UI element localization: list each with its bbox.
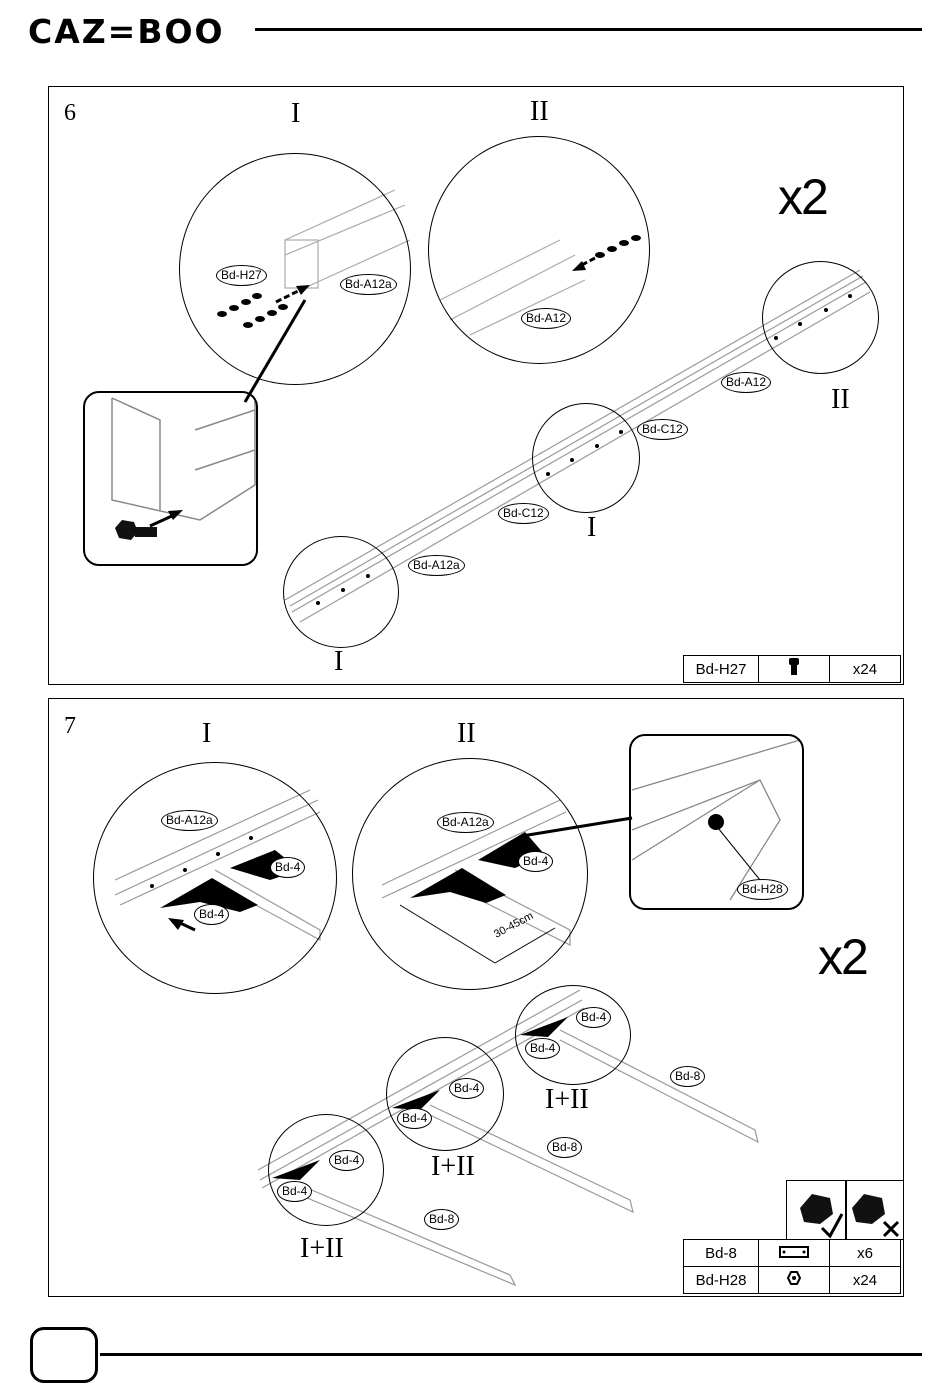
part-qty: x24: [830, 1267, 901, 1294]
part-label-bd-4: Bd-4: [270, 857, 305, 878]
part-label-bd-4: Bd-4: [329, 1150, 364, 1171]
part-label-bd-4: Bd-4: [397, 1108, 432, 1129]
washer-usage-box: [786, 1180, 904, 1240]
part-label-bd-4: Bd-4: [277, 1181, 312, 1202]
part-label-bd-4: Bd-4: [576, 1007, 611, 1028]
detail-circle-7-right: [515, 985, 631, 1085]
step-7-multiplier: x2: [818, 928, 867, 986]
part-label-bd-4: Bd-4: [525, 1038, 560, 1059]
part-code: Bd-H28: [684, 1267, 759, 1294]
part-label-bd-8: Bd-8: [424, 1209, 459, 1230]
detail-circle-7-left: [268, 1114, 384, 1226]
detail-circle-7-i: [93, 762, 337, 994]
page-number-box: [30, 1327, 98, 1383]
footer-rule: [100, 1353, 922, 1356]
part-label-bd-a12a: Bd-A12a: [437, 812, 494, 833]
part-code: Bd-8: [684, 1240, 759, 1267]
view-label-7-i-ii-left: I+II: [300, 1233, 344, 1265]
view-label-7-ii-top: II: [457, 718, 476, 750]
view-label-7-i-top: I: [202, 718, 211, 750]
table-row: Bd-H28 x24: [684, 1267, 901, 1294]
nut-icon: [759, 1267, 830, 1294]
part-label-bd-4: Bd-4: [449, 1078, 484, 1099]
part-label-bd-8: Bd-8: [670, 1066, 705, 1087]
part-qty: x6: [830, 1240, 901, 1267]
rail-icon: [759, 1240, 830, 1267]
part-label-bd-4: Bd-4: [518, 851, 553, 872]
part-label-bd-a12a: Bd-A12a: [161, 810, 218, 831]
detail-circle-7-mid: [386, 1037, 504, 1151]
view-label-7-i-ii-mid: I+II: [431, 1151, 475, 1183]
part-label-bd-8: Bd-8: [547, 1137, 582, 1158]
step-7-number: 7: [64, 713, 76, 740]
detail-circle-7-ii: [352, 758, 588, 990]
part-label-bd-h28: Bd-H28: [737, 879, 788, 900]
view-label-7-i-ii-right: I+II: [545, 1084, 589, 1116]
part-label-bd-4: Bd-4: [194, 904, 229, 925]
parts-table-step-7: Bd-8 x6 Bd-H28 x24: [683, 1239, 901, 1294]
table-row: Bd-8 x6: [684, 1240, 901, 1267]
